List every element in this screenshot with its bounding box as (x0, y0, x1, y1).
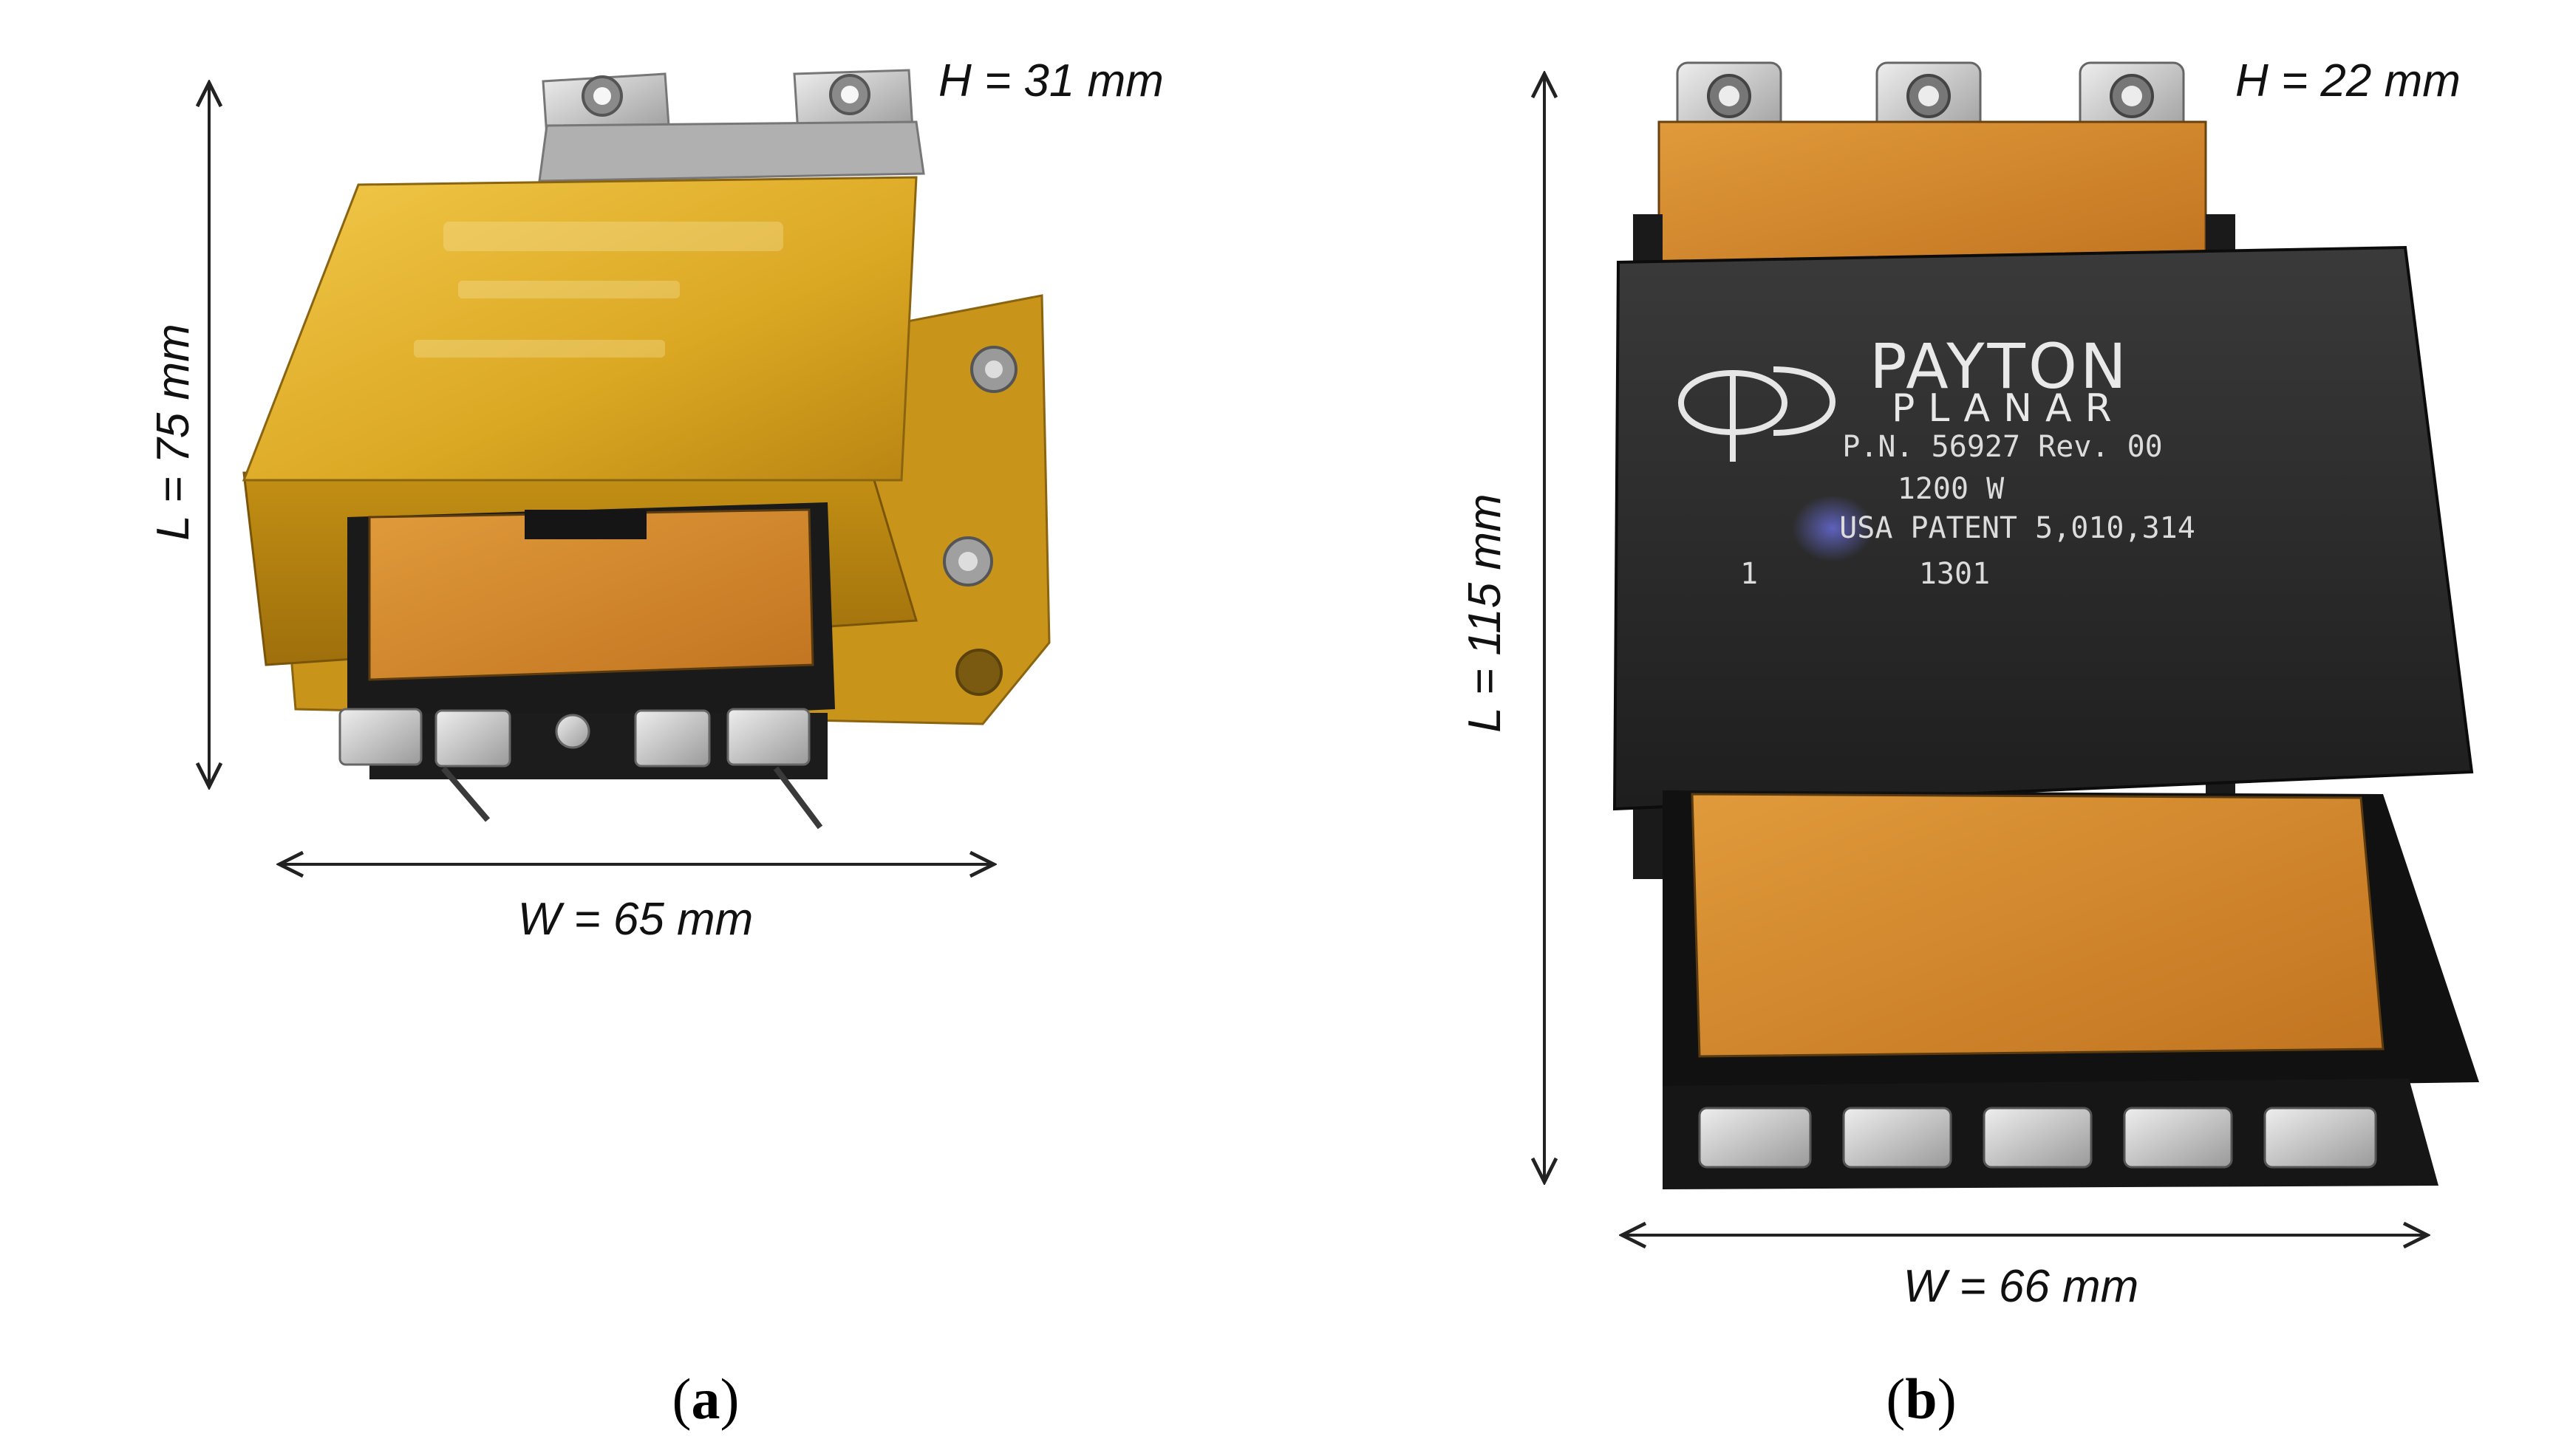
lot-right-label: 1301 (1919, 557, 1990, 591)
part-number-label: P.N. 56927 Rev. 00 (1842, 430, 2162, 464)
payton-logo-icon (1677, 366, 1836, 462)
caption-a: (a) (672, 1367, 740, 1431)
sub-brand-label: PLANAR (1892, 386, 2125, 431)
power-label: 1200 W (1898, 472, 2005, 506)
length-label-a: L = 75 mm (148, 324, 199, 541)
transformer-a-photo (242, 69, 1051, 830)
bottom-terminals-a (338, 708, 828, 830)
brand-label: PAYTON (1869, 330, 2130, 403)
transformer-b-photo: PAYTON PLANAR P.N. 56927 Rev. 00 1200 W … (1612, 61, 2479, 1189)
faint-logo-a (414, 222, 783, 358)
height-label-a: H = 31 mm (938, 55, 1164, 106)
width-label-a: W = 65 mm (518, 894, 754, 945)
length-label-b: L = 115 mm (1459, 493, 1510, 732)
panel-a: H = 31 mm L = 75 mm W = 65 mm (a) (148, 55, 1164, 1431)
top-terminals-a (538, 69, 925, 182)
light-glare (1792, 495, 1873, 561)
patent-label: USA PATENT 5,010,314 (1839, 511, 2195, 545)
lot-left-label: 1 (1740, 557, 1758, 591)
height-label-b: H = 22 mm (2235, 55, 2461, 106)
panel-b: PAYTON PLANAR P.N. 56927 Rev. 00 1200 W … (1459, 55, 2479, 1431)
width-label-b: W = 66 mm (1903, 1261, 2139, 1312)
caption-b: (b) (1886, 1367, 1956, 1431)
bottom-terminals-b (1663, 1079, 2438, 1189)
